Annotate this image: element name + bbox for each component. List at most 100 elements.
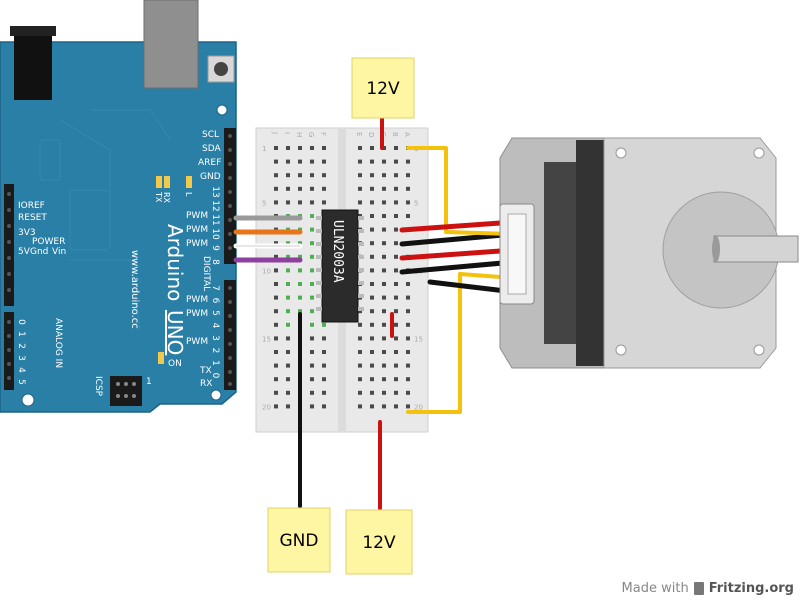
breadboard-hole [274,146,278,150]
breadboard-hole [310,227,314,232]
rx-led-label: RX [162,192,171,204]
breadboard-hole [394,322,398,327]
breadboard-hole [370,309,374,314]
breadboard-hole [406,282,410,286]
icsp-number: 1 [146,377,152,387]
wires [233,116,517,510]
pin-label-gnd: Gnd [30,247,48,257]
breadboard-hole [406,214,410,218]
breadboard-hole [370,377,374,382]
credit-brand: Fritzing.org [708,581,794,596]
breadboard-hole [310,268,314,273]
breadboard-hole [322,186,326,191]
breadboard-hole [322,200,326,205]
breadboard-hole [406,404,410,409]
digital-pin-number: 2 [210,348,220,354]
breadboard-hole [394,350,398,354]
breadboard-hole [370,241,374,246]
pin-label-sda: SDA [202,144,221,154]
breadboard-hole [358,404,362,409]
breadboard-hole [394,159,398,164]
breadboard-hole [370,390,374,395]
breadboard-hole [286,159,290,164]
digital-pin-number: 10 [210,228,220,240]
breadboard-column-letter: E [355,132,363,136]
breadboard-hole [406,295,410,300]
breadboard-hole [382,186,386,191]
icsp-header [110,376,142,406]
breadboard-hole [298,186,302,191]
breadboard-hole [370,336,374,341]
breadboard-row-number: 10 [262,267,271,275]
pin-label-vin: Vin [52,247,66,257]
breadboard-hole [358,377,362,382]
breadboard-hole [322,336,326,341]
arduino-board: IOREF RESET 3V3 5V Gnd Vin POWER SCL SDA… [0,0,237,413]
breadboard-hole [322,377,326,382]
breadboard-hole [322,350,326,354]
breadboard-hole [394,214,398,218]
breadboard-hole [358,309,362,314]
motor-mount-hole-br [753,344,765,356]
tx-led-label: TX [154,191,163,203]
pwm-label-11: PWM [186,211,208,221]
breadboard-hole [298,200,302,205]
motor-wire-red-1 [399,219,517,233]
pin-label-aref: AREF [198,158,221,168]
motor-wire-black-2 [399,259,517,275]
pin-label-gnd-digital: GND [200,172,221,182]
breadboard-hole [274,186,278,191]
breadboard-hole [394,377,398,382]
breadboard-hole [286,146,290,150]
motor-mount-hole-bl [615,344,627,356]
breadboard-hole [274,282,278,286]
pin-label-5v: 5V [18,247,31,257]
analog-pin-number: 5 [16,379,26,385]
breadboard-hole [382,214,386,218]
breadboard-hole [394,309,398,314]
breadboard-hole [358,146,362,150]
breadboard-hole [358,200,362,205]
breadboard-hole [370,268,374,273]
breadboard-hole [394,336,398,341]
breadboard-hole [322,322,326,327]
breadboard-row-number: 5 [262,199,266,207]
pin-label-reset: RESET [18,213,47,223]
breadboard-hole [382,295,386,300]
breadboard-hole [382,227,386,232]
digital-pin-number: 13 [210,186,220,197]
breadboard-hole [274,200,278,205]
label-text-12v-bottom: 12V [362,533,396,553]
breadboard-hole [382,350,386,354]
breadboard-hole [406,186,410,191]
breadboard-hole [394,186,398,191]
arduino-website: www.arduino.cc [129,250,140,329]
breadboard-hole [286,336,290,341]
breadboard-hole [394,268,398,273]
pwm-label-10: PWM [186,225,208,235]
pin-label-ioref: IOREF [18,201,45,211]
digital-pin-number: 6 [210,298,220,304]
breadboard-hole [370,200,374,205]
breadboard-hole [286,350,290,354]
icsp-label: ICSP [93,376,103,397]
digital-pin-number: 4 [210,323,220,329]
on-led [158,352,164,364]
breadboard-hole [382,159,386,164]
breadboard-hole [382,309,386,314]
analog-in-label: ANALOG IN [53,318,63,368]
breadboard-hole [358,390,362,395]
breadboard-hole [310,146,314,150]
motor-wire-red-2 [399,247,517,261]
breadboard-hole [358,350,362,354]
breadboard-row-number: 20 [414,403,423,411]
label-12v-bottom: 12V [345,509,413,575]
breadboard-hole [298,146,302,150]
digital-pin-number: 7 [210,285,220,291]
breadboard-hole [310,282,314,286]
breadboard-hole [370,146,374,150]
breadboard-hole [394,295,398,300]
breadboard-hole [394,146,398,150]
breadboard-hole [382,322,386,327]
